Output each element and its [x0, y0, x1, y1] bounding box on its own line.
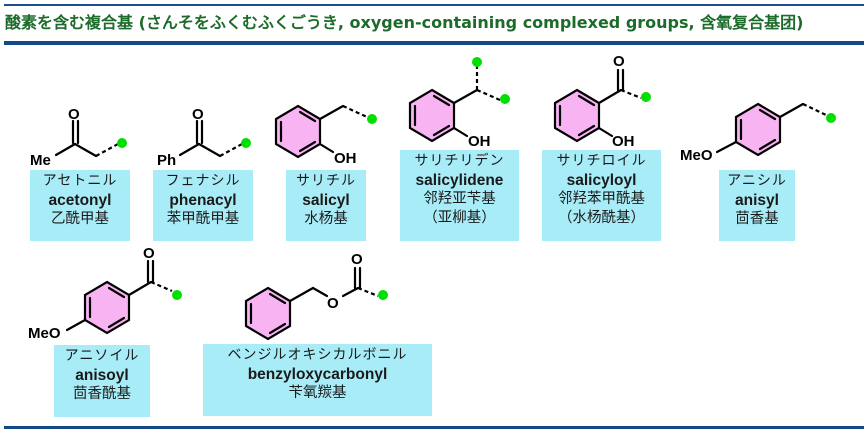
benzene-ring [244, 286, 292, 341]
attachment-dot [172, 290, 182, 300]
chinese-name: 苄氧羰基 [288, 385, 347, 401]
chinese-alt-name: （亚柳基） [423, 210, 496, 226]
phenyl-label: Ph [157, 152, 176, 169]
attachment-dot [472, 57, 482, 67]
hydroxyl-label: OH [612, 133, 635, 150]
benzene-ring [408, 88, 456, 143]
chinese-name: 苯甲酰甲基 [166, 211, 240, 227]
english-name: salicyloyl [566, 172, 637, 189]
japanese-name: サリチル [296, 173, 356, 189]
benzene-ring [553, 88, 601, 143]
japanese-name: アセトニル [42, 173, 118, 189]
label-anisoyl: アニソイル anisoyl 茴香酰基 [54, 345, 150, 417]
carbonyl-oxygen: O [613, 53, 625, 70]
attachment-dot [367, 114, 377, 124]
methoxy-label: MeO [680, 147, 713, 164]
bottom-rule [4, 426, 864, 429]
attachment-dot [641, 92, 651, 102]
japanese-name: ベンジルオキシカルボニル [227, 347, 408, 363]
label-benzyloxycarbonyl: ベンジルオキシカルボニル benzyloxycarbonyl 苄氧羰基 [203, 344, 432, 416]
english-name: anisyl [735, 192, 779, 209]
hydroxyl-label: OH [468, 133, 491, 150]
label-salicylidene: サリチリデン salicylidene 邻羟亚苄基 （亚柳基） [400, 150, 519, 241]
hydroxyl-label: OH [334, 150, 357, 167]
benzene-ring [274, 104, 322, 159]
chinese-alt-name: （水杨酰基） [558, 210, 645, 226]
english-name: phenacyl [169, 192, 237, 209]
chinese-name: 水杨基 [304, 211, 348, 227]
structure-salicyl: OH [274, 104, 377, 167]
structure-acetonyl: O Me [30, 106, 127, 169]
english-name: salicyl [302, 192, 350, 209]
english-name: benzyloxycarbonyl [247, 366, 388, 383]
label-salicyl: サリチル salicyl 水杨基 [286, 170, 366, 241]
chinese-name: 茴香酰基 [73, 386, 131, 402]
english-name: anisoyl [75, 367, 129, 384]
page-title: 酸素を含む複合基 (さんそをふくむふくごうき, oxygen-containin… [5, 13, 804, 32]
label-anisyl: アニシル anisyl 茴香基 [719, 170, 795, 241]
carbonyl-oxygen: O [351, 251, 363, 268]
structure-salicyloyl: O OH [553, 53, 651, 150]
attachment-dot [241, 138, 251, 148]
japanese-name: フェナシル [165, 173, 241, 189]
japanese-name: アニシル [727, 173, 787, 189]
chinese-name: 茴香基 [735, 211, 779, 227]
methoxy-label: MeO [28, 325, 61, 342]
attachment-dot [826, 113, 836, 123]
structure-anisoyl: O MeO [28, 245, 182, 342]
english-name: acetonyl [48, 192, 112, 209]
chinese-name: 乙酰甲基 [51, 211, 109, 227]
methyl-label: Me [30, 152, 51, 169]
top-rule [4, 4, 864, 6]
japanese-name: サリチロイル [556, 153, 647, 169]
label-salicyloyl: サリチロイル salicyloyl 邻羟苯甲酰基 （水杨酰基） [542, 150, 661, 241]
english-name: salicylidene [415, 172, 504, 189]
label-phenacyl: フェナシル phenacyl 苯甲酰甲基 [153, 170, 253, 241]
attachment-dot [378, 290, 388, 300]
structure-phenacyl: O Ph [157, 106, 251, 169]
japanese-name: アニソイル [64, 348, 140, 364]
attachment-dot [117, 138, 127, 148]
attachment-dot [500, 94, 510, 104]
structure-anisyl: MeO [680, 102, 836, 164]
title-underline [4, 41, 864, 45]
carbonyl-oxygen: O [143, 245, 155, 262]
structure-salicylidene: OH [408, 57, 510, 150]
chinese-name: 邻羟亚苄基 [423, 191, 496, 207]
structure-benzyloxycarbonyl: O O [244, 251, 388, 341]
benzene-ring [83, 280, 131, 335]
benzene-ring [734, 102, 782, 157]
carbonyl-oxygen: O [192, 106, 204, 123]
japanese-name: サリチリデン [414, 153, 505, 169]
label-acetonyl: アセトニル acetonyl 乙酰甲基 [30, 170, 130, 241]
chinese-name: 邻羟苯甲酰基 [558, 191, 645, 207]
carbonyl-oxygen: O [68, 106, 80, 123]
ester-oxygen: O [327, 295, 339, 312]
